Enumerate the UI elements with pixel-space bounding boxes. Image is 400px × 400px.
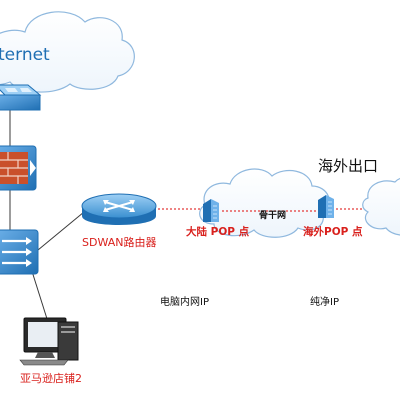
pc-ip-label: 电脑内网IP	[160, 297, 209, 308]
switch-device-top	[0, 84, 42, 111]
pop-overseas-label: 海外POP 点	[303, 226, 363, 238]
firewall-device	[0, 145, 37, 191]
sdwan-router-icon	[81, 193, 157, 225]
pop-overseas-building-icon	[318, 195, 334, 218]
pure-ip-label: 纯净IP	[310, 297, 339, 308]
overseas-exit-cloud	[362, 178, 400, 236]
overseas-exit-label: 海外出口	[318, 157, 379, 175]
internet-label: ternet	[0, 45, 50, 65]
computer-icon	[19, 317, 79, 366]
pop-mainland-building-icon	[203, 199, 219, 222]
store-label: 亚马逊店铺2	[20, 372, 82, 385]
pop-mainland-label: 大陆 POP 点	[186, 226, 250, 238]
sdwan-router-label: SDWAN路由器	[82, 236, 157, 249]
left-links	[9, 110, 85, 323]
backbone-label: 骨干网	[259, 211, 287, 221]
core-switch-device	[0, 229, 39, 275]
